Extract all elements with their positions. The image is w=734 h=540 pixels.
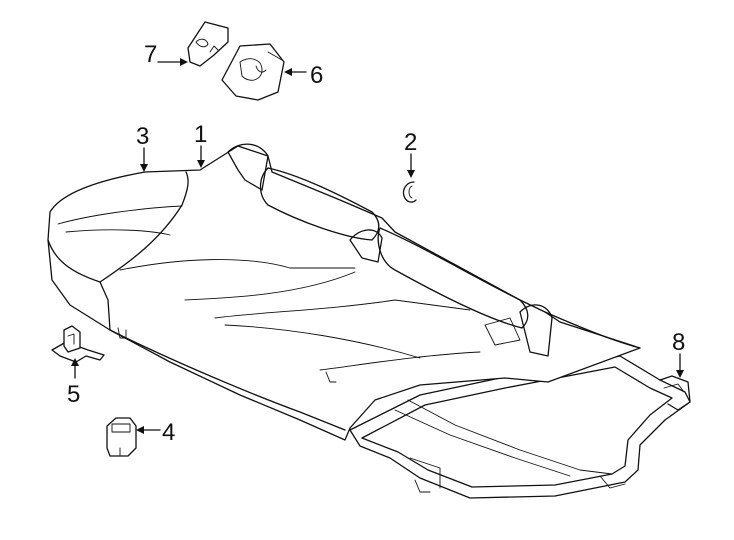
callout-4: 4 — [162, 419, 175, 446]
hook-bracket — [106, 417, 137, 457]
clip-ring — [402, 181, 417, 203]
clip-bracket — [51, 325, 105, 363]
seat-cushion — [47, 143, 641, 441]
callout-1: 1 — [194, 121, 207, 148]
callout-5: 5 — [67, 381, 80, 408]
callout-2: 2 — [404, 129, 417, 156]
callouts: 7 6 3 1 2 5 4 8 — [67, 41, 685, 446]
guide-left — [221, 43, 285, 101]
callout-3: 3 — [136, 123, 149, 150]
guide-cap — [187, 21, 229, 67]
callout-8: 8 — [672, 329, 685, 356]
callout-7: 7 — [144, 41, 157, 68]
leaders — [71, 58, 684, 434]
callout-6: 6 — [310, 62, 323, 89]
